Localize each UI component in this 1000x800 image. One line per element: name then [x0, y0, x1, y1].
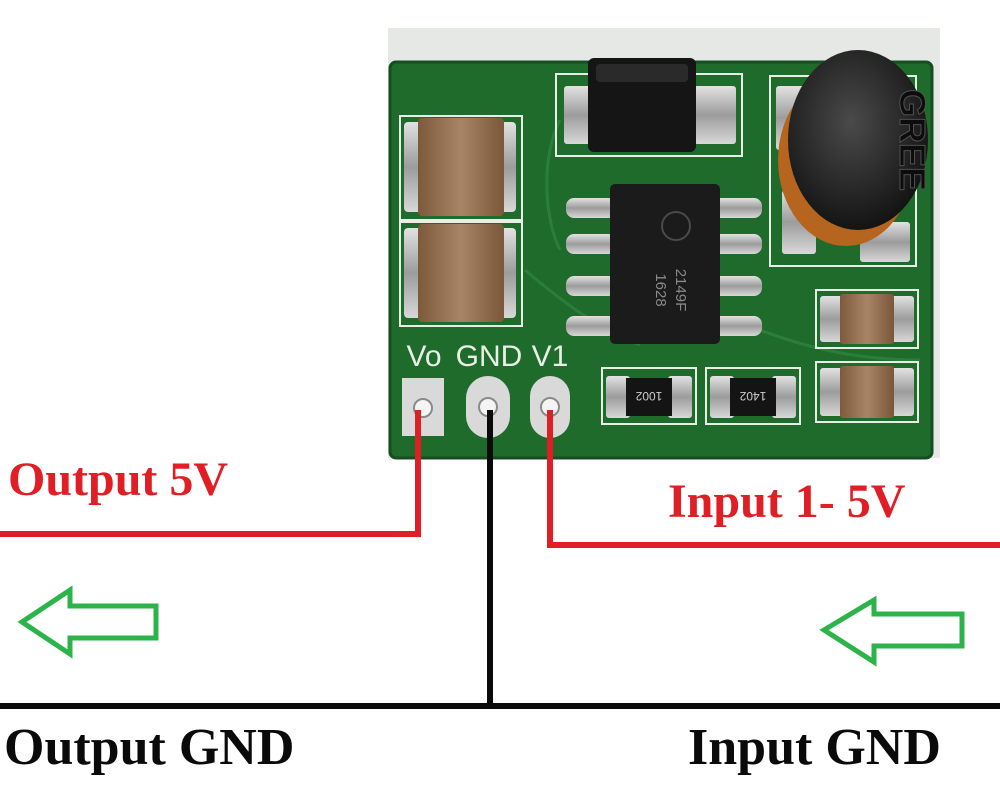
arrow-left-icon — [17, 585, 159, 659]
capacitor-right-bottom — [815, 361, 919, 423]
pin-label-v1: V1 — [532, 340, 569, 373]
resistor-1-marking: 1002 — [635, 389, 662, 403]
pin-label-vo: Vo — [406, 340, 441, 373]
capacitor-bottom-left — [399, 221, 523, 327]
pin-pad-v1 — [530, 376, 570, 438]
input-ground-label: Input GND — [688, 719, 941, 776]
capacitor-top-left — [399, 115, 523, 221]
arrow-left-icon — [819, 595, 965, 667]
capacitor-right-top — [815, 289, 919, 349]
output-ground-label: Output GND — [4, 719, 295, 776]
input-positive-wire — [547, 410, 1000, 548]
resistor-2: 1402 — [705, 367, 801, 425]
diode-component — [555, 58, 743, 157]
inductor-component: GREE — [769, 50, 934, 267]
pin-pad-vo — [402, 378, 444, 436]
resistor-1: 1002 — [601, 367, 697, 425]
ic-chip: 2149F 1628 — [566, 184, 762, 344]
inductor-marking: GREE — [892, 89, 933, 191]
ic-pins-left — [566, 198, 616, 336]
ic-marking-line-1: 2149F — [672, 269, 689, 312]
pin-label-gnd: GND — [456, 340, 523, 373]
output-positive-wire — [0, 410, 421, 537]
output-voltage-label: Output 5V — [8, 453, 229, 506]
ic-pins-right — [712, 198, 762, 336]
resistor-2-marking: 1402 — [739, 389, 766, 403]
ic-marking-line-2: 1628 — [652, 273, 669, 306]
input-voltage-label: Input 1- 5V — [668, 475, 906, 528]
